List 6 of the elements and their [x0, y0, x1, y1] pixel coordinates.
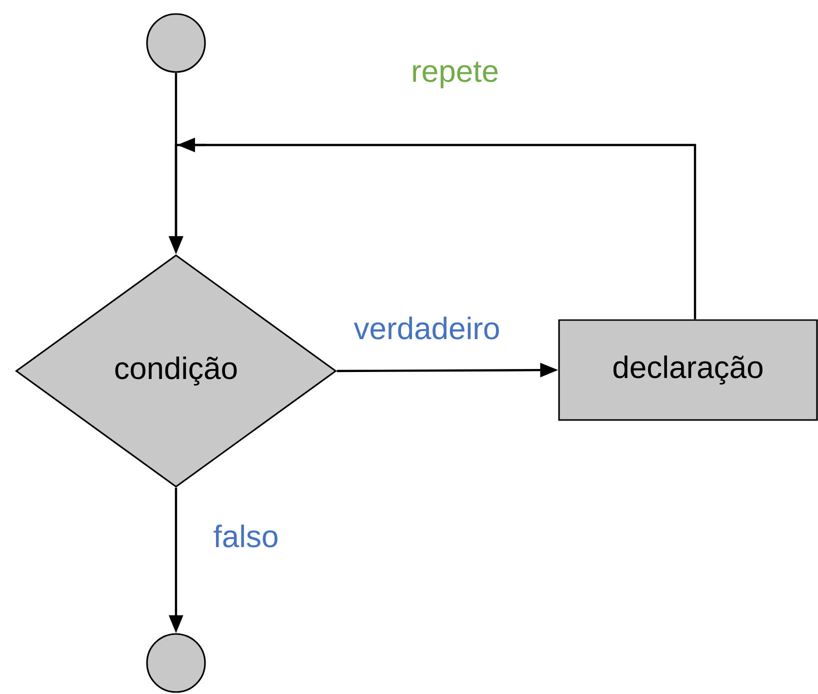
- edge-label: repete: [410, 60, 500, 90]
- edge-label: verdadeiro: [352, 316, 502, 340]
- terminal-circle: [146, 13, 206, 73]
- terminal-circle: [146, 633, 206, 693]
- process-box: declaração: [558, 319, 818, 421]
- edge-label: falso: [212, 524, 280, 548]
